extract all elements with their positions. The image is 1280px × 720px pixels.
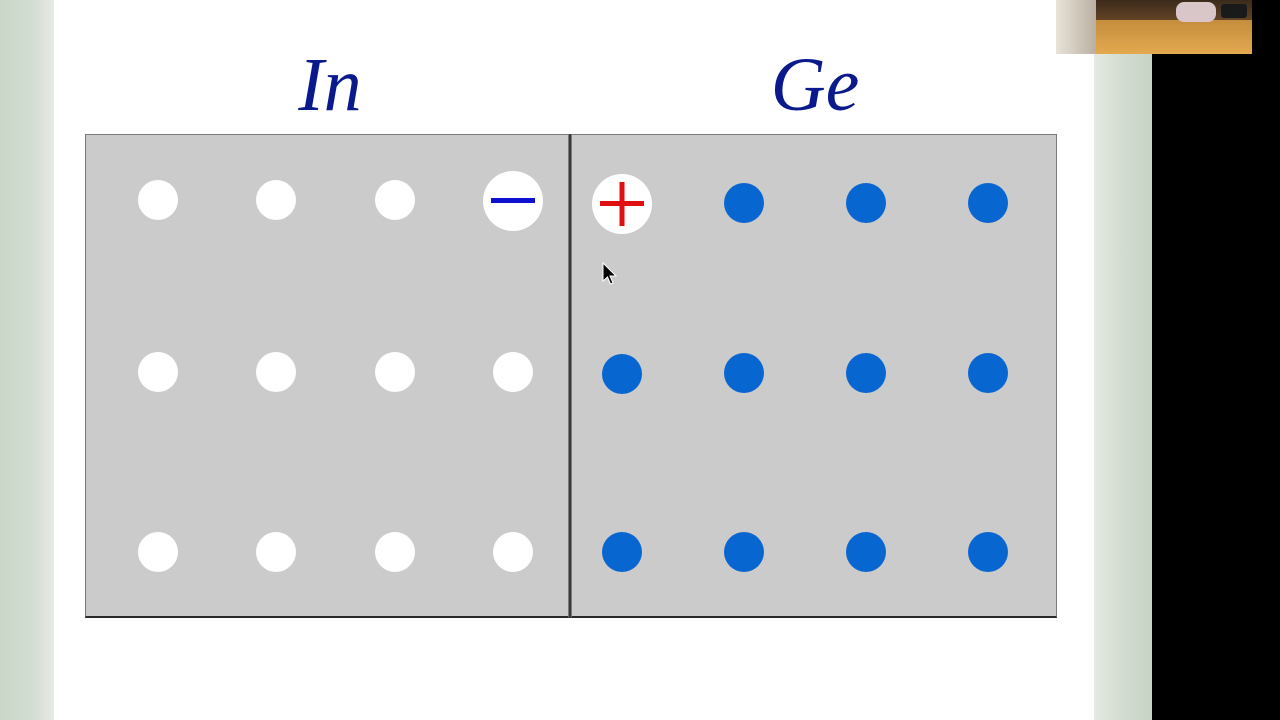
left-background-strip [0,0,54,720]
ge-atom [724,183,764,223]
webcam-background [1056,0,1096,54]
ge-atom [602,532,642,572]
in-atom [493,532,533,572]
ge-atom [724,532,764,572]
junction-divider [569,134,571,618]
plus-icon [600,182,644,226]
in-atom [493,352,533,392]
title-ge: Ge [770,43,860,127]
ge-atom [968,532,1008,572]
in-atom [138,532,178,572]
right-background-strip [1094,0,1152,720]
right-black-area [1152,0,1280,720]
in-atom [138,352,178,392]
arrow-cursor-icon [602,262,618,285]
webcam-desk [1096,20,1252,54]
in-atom [375,352,415,392]
ge-atom [602,354,642,394]
minus-icon [491,198,535,203]
ge-atom [846,532,886,572]
ge-atom [968,183,1008,223]
ge-atom [724,353,764,393]
ge-atom [968,353,1008,393]
in-atom [375,532,415,572]
in-atom [256,352,296,392]
negative-ion [483,171,543,231]
webcam-object [1176,2,1216,22]
webcam-video-overlay [1056,0,1252,54]
in-atom [375,180,415,220]
ge-atom [846,183,886,223]
in-atom [138,180,178,220]
ge-atom [846,353,886,393]
title-in: In [298,43,362,127]
positive-ion [592,174,652,234]
in-atom [256,532,296,572]
webcam-device [1221,4,1247,18]
in-atom [256,180,296,220]
